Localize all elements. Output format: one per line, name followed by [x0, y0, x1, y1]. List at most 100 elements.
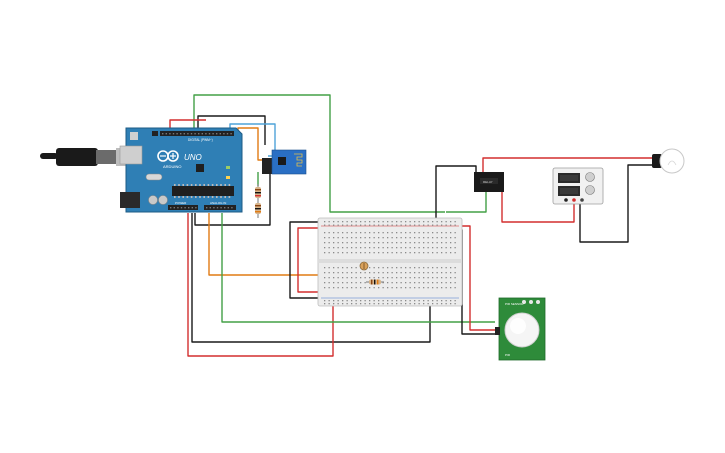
header-pin[interactable] [209, 207, 211, 209]
header-pin[interactable] [216, 207, 219, 209]
header-pin[interactable] [212, 133, 214, 135]
potentiometer[interactable] [359, 261, 369, 271]
header-pin[interactable] [180, 133, 182, 135]
header-pin[interactable] [190, 133, 193, 135]
header-pin[interactable] [223, 133, 225, 135]
chip-pin [199, 184, 201, 186]
breadboard-hole [337, 252, 339, 254]
resistor-breadboard[interactable] [366, 279, 384, 285]
header-pin[interactable] [230, 133, 232, 135]
header-pin[interactable] [172, 133, 175, 135]
wire-green-top[interactable] [193, 94, 445, 213]
breadboard-hole [423, 242, 425, 244]
breadboard-hole [342, 237, 344, 239]
chip-pin [211, 184, 214, 186]
wire-black-top[interactable] [197, 115, 266, 145]
header-pin[interactable] [191, 207, 193, 209]
pir-pot-icon[interactable] [529, 300, 533, 304]
wire-black-psu-lamp[interactable] [579, 164, 652, 243]
header-pin[interactable] [176, 133, 178, 135]
header-pin[interactable] [173, 207, 175, 209]
header-pin[interactable] [194, 133, 196, 135]
antenna-icon [294, 153, 303, 167]
wire-orange-pot[interactable] [208, 213, 358, 276]
breadboard-hole [454, 267, 456, 269]
wire-green-relay[interactable] [446, 192, 487, 213]
header-pin[interactable] [180, 207, 183, 209]
breadboard-hole [441, 232, 443, 234]
pir-pot-icon[interactable] [536, 300, 540, 304]
pir-pot-icon[interactable] [522, 300, 526, 304]
breadboard-hole [369, 237, 371, 239]
pir-motion-sensor[interactable]: PIR SENSOR PIR [495, 297, 546, 361]
header-pin[interactable] [198, 133, 200, 135]
header-pin[interactable] [227, 207, 229, 209]
pir-header[interactable] [495, 327, 500, 335]
header-pin[interactable] [220, 207, 222, 209]
psu-negative-terminal[interactable] [564, 198, 568, 202]
psu-ground-terminal[interactable] [580, 198, 584, 202]
breadboard-hole [427, 277, 429, 279]
header-pin[interactable] [165, 133, 167, 135]
header-pin[interactable] [169, 133, 171, 135]
analog-header[interactable] [204, 205, 236, 210]
header-pin[interactable] [188, 207, 190, 209]
psu-positive-terminal[interactable] [572, 198, 576, 202]
breadboard-hole [324, 277, 326, 279]
header-pin[interactable] [216, 133, 218, 135]
wire-black-esp-res[interactable] [194, 174, 271, 226]
breadboard-hole [427, 252, 429, 254]
wire-red-bb-left[interactable] [297, 227, 318, 293]
voltage-knob-icon[interactable] [585, 172, 595, 182]
dc-power-supply[interactable] [552, 167, 604, 205]
header-pin[interactable] [195, 207, 197, 209]
wire-red-bb-pir[interactable] [462, 225, 497, 331]
reset-button[interactable] [130, 132, 138, 140]
capacitor-icon [158, 195, 168, 205]
header-pin[interactable] [162, 133, 164, 135]
breadboard-hole [378, 224, 380, 226]
wire-black-bb-left[interactable] [289, 221, 318, 299]
header-pin[interactable] [170, 207, 172, 209]
digital-header[interactable] [160, 131, 234, 136]
breadboard-hole [436, 282, 438, 284]
header-pin[interactable] [213, 207, 215, 209]
header-pin[interactable] [187, 133, 189, 135]
light-bulb-icon[interactable] [652, 148, 685, 174]
esp8266-wifi-module[interactable] [262, 149, 307, 175]
aref-header[interactable] [152, 131, 158, 136]
wire-red-relay-psu[interactable] [501, 192, 575, 223]
header-pin[interactable] [219, 133, 221, 135]
breadboard-hole [382, 224, 384, 226]
relay-module[interactable]: RELAY [474, 172, 504, 192]
breadboard-hole [342, 300, 344, 302]
resistor-2[interactable] [255, 201, 261, 218]
wire-black-relay[interactable] [435, 165, 477, 220]
breadboard-hole [409, 247, 411, 249]
breadboard-hole [324, 247, 326, 249]
current-knob-icon[interactable] [585, 185, 595, 195]
header-pin[interactable] [201, 133, 203, 135]
wire-black-bb[interactable] [191, 213, 431, 343]
header-pin[interactable] [205, 133, 207, 135]
resistor-1[interactable] [255, 184, 261, 201]
breadboard[interactable] [317, 217, 463, 307]
header-pin[interactable] [208, 133, 211, 135]
header-pin[interactable] [224, 207, 226, 209]
header-pin[interactable] [231, 207, 233, 209]
breadboard-hole [427, 282, 429, 284]
header-pin[interactable] [226, 133, 229, 135]
arduino-uno-board[interactable]: UNO ARDUINO DIGITAL (PWM~) POWER ANALOG … [119, 127, 243, 213]
power-header[interactable] [168, 205, 198, 210]
chip-pin [186, 196, 189, 198]
header-pin[interactable] [206, 207, 208, 209]
wire-black-bb-pir[interactable] [458, 229, 497, 335]
esp-header[interactable] [262, 158, 272, 174]
header-pin[interactable] [183, 133, 185, 135]
wire-green-pir[interactable] [221, 213, 495, 323]
wire-red-relay-lamp[interactable] [482, 157, 658, 172]
header-pin[interactable] [184, 207, 186, 209]
wire-red-bottom[interactable] [187, 213, 334, 357]
header-pin[interactable] [177, 207, 179, 209]
breadboard-hole [373, 277, 375, 279]
